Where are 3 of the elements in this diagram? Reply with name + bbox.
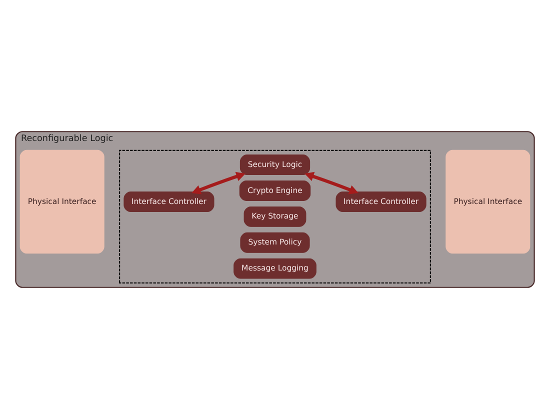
- arrow: [192, 171, 246, 194]
- arrow: [304, 171, 358, 194]
- cluster: [118, 149, 432, 283]
